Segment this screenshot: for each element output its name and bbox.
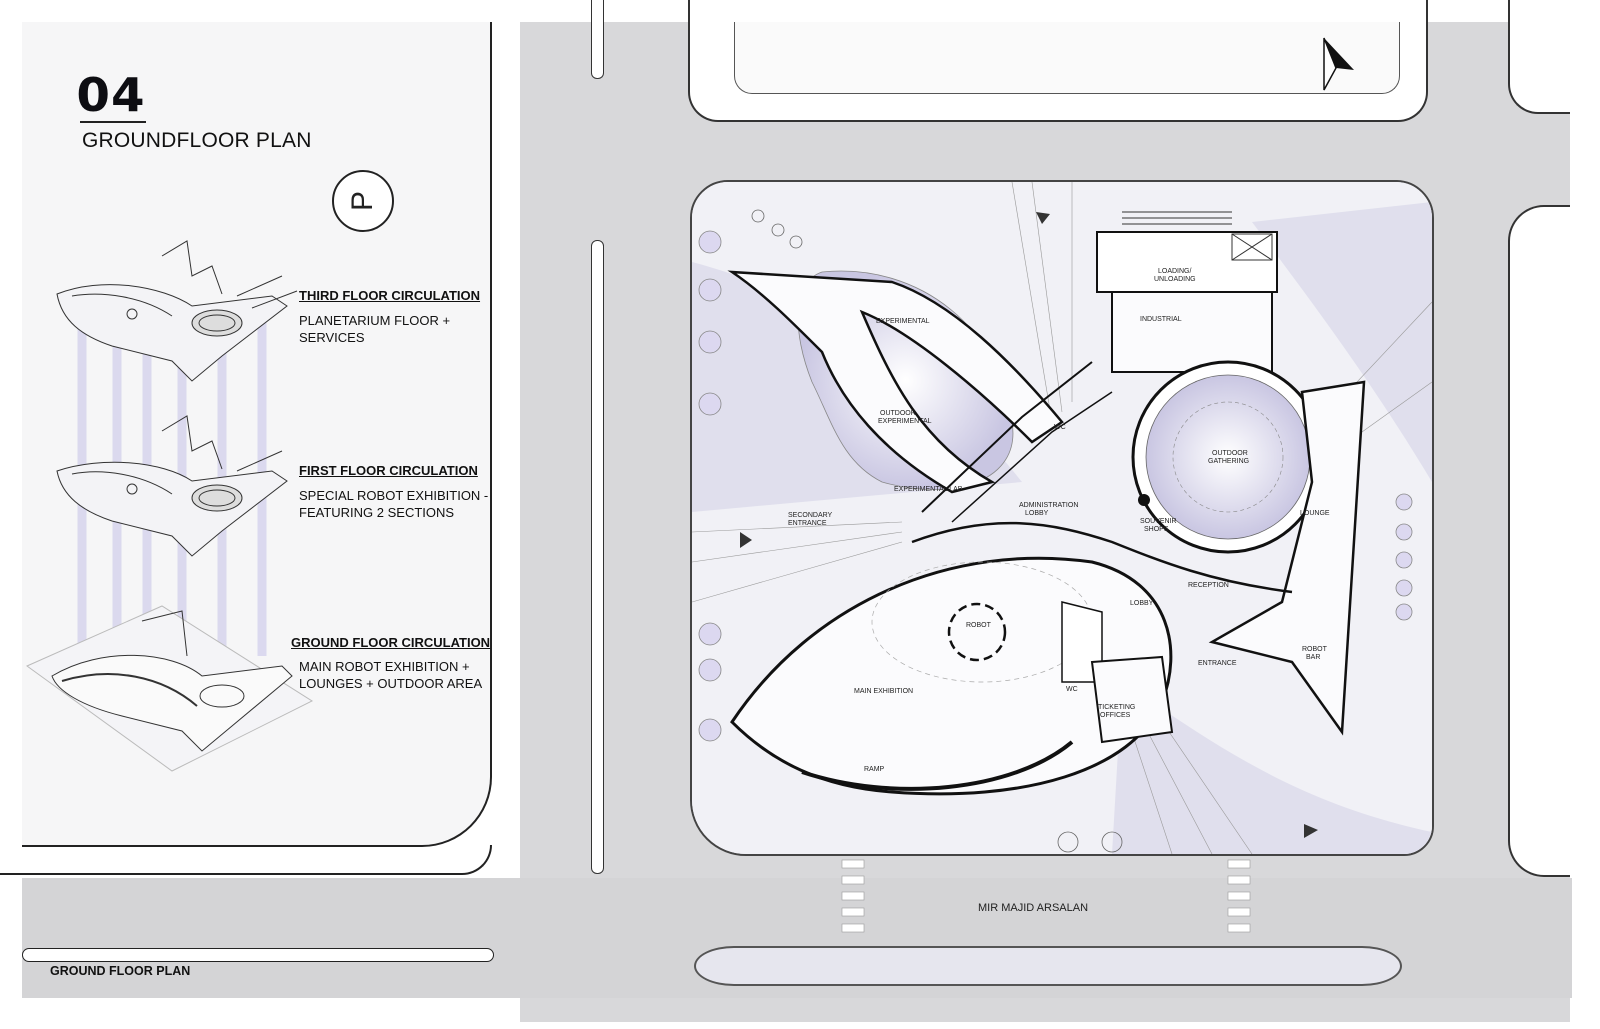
sheet-number: 04 — [76, 68, 146, 122]
label-experimental-lab: EXPERIMENTAL LAB — [894, 486, 963, 493]
southern-planter-island — [694, 946, 1402, 986]
footer-label: GROUND FLOOR PLAN — [50, 964, 191, 978]
label-industrial: INDUSTRIAL — [1140, 316, 1182, 323]
site-plan: EXPERIMENTAL OUTDOOR EXPERIMENTAL EXPERI… — [690, 180, 1434, 856]
circulation-axonometric-diagrams — [26, 240, 314, 772]
label-ramp: RAMP — [864, 766, 885, 773]
label-outdoor-gathering-1: OUTDOOR — [1212, 450, 1248, 457]
adjacent-block-east-top — [1508, 0, 1570, 114]
label-wc-upper: WC — [1054, 424, 1066, 431]
pedestrian-crossings — [841, 859, 1251, 933]
label-secondary-entrance-1: SECONDARY — [788, 512, 833, 519]
industrial-block — [1111, 291, 1273, 373]
first-floor-heading: FIRST FLOOR CIRCULATION — [299, 463, 478, 478]
label-reception: RECEPTION — [1188, 582, 1229, 589]
label-lounge: LOUNGE — [1300, 510, 1330, 517]
title-underline — [80, 121, 146, 123]
adjacent-block-east — [1508, 205, 1570, 877]
label-outdoor-experimental-2: EXPERIMENTAL — [878, 418, 932, 425]
third-floor-axo — [56, 240, 298, 382]
label-outdoor-experimental-1: OUTDOOR — [880, 410, 916, 417]
label-loading-1: LOADING/ — [1158, 268, 1192, 275]
ground-floor-axo — [26, 605, 314, 772]
ground-floor-desc-2: LOUNGES + OUTDOOR AREA — [299, 676, 483, 691]
first-floor-axo — [56, 415, 288, 557]
first-floor-desc-1: SPECIAL ROBOT EXHIBITION - — [299, 488, 489, 503]
north-arrow-icon — [1323, 37, 1354, 91]
adjacent-block-north — [688, 0, 1428, 122]
label-ticketing-1: TICKETING — [1098, 704, 1136, 711]
label-main-exhibition: MAIN EXHIBITION — [854, 688, 914, 695]
third-floor-desc-1: PLANETARIUM FLOOR + — [299, 313, 451, 328]
label-souvenir-1: SOUVENIR — [1140, 518, 1177, 525]
perimeter-planters — [698, 230, 1413, 742]
label-secondary-entrance-2: ENTRANCE — [788, 520, 827, 527]
label-robot-bar-1: ROBOT — [1302, 646, 1327, 653]
label-wc-lower: WC — [1066, 686, 1078, 693]
label-admin-lobby-1: ADMINISTRATION — [1019, 502, 1079, 509]
service-details — [1122, 211, 1273, 261]
floor-plan-drawing — [692, 182, 1432, 854]
label-admin-lobby-2: LOBBY — [1025, 510, 1049, 517]
author-name: MIR MAJID ARSALAN — [978, 902, 1089, 914]
ground-floor-desc-1: MAIN ROBOT EXHIBITION + — [299, 659, 470, 674]
parking-symbol: P — [332, 170, 394, 232]
label-lobby: LOBBY — [1130, 600, 1154, 607]
ticketing-block — [1090, 655, 1174, 744]
label-robot: ROBOT — [966, 622, 991, 629]
road-edge — [22, 948, 494, 962]
third-floor-heading: THIRD FLOOR CIRCULATION — [299, 288, 481, 303]
northwest-wing — [727, 270, 1064, 494]
third-floor-desc-2: SERVICES — [299, 330, 365, 345]
label-robot-bar-2: BAR — [1306, 654, 1321, 661]
label-souvenir-2: SHOPS — [1144, 526, 1169, 533]
robot-display — [947, 602, 1007, 662]
label-outdoor-gathering-2: GATHERING — [1208, 458, 1250, 465]
sheet-title: GROUNDFLOOR PLAN — [82, 129, 312, 152]
east-lounge-wing — [1208, 380, 1366, 736]
median-strip — [591, 240, 604, 874]
label-entrance: ENTRANCE — [1198, 660, 1237, 667]
label-ticketing-2: OFFICES — [1100, 712, 1131, 719]
first-floor-desc-2: FEATURING 2 SECTIONS — [299, 505, 455, 520]
ground-floor-heading: GROUND FLOOR CIRCULATION — [291, 635, 491, 650]
label-loading-2: UNLOADING — [1154, 276, 1196, 283]
label-experimental: EXPERIMENTAL — [876, 318, 930, 325]
median-top — [591, 0, 604, 79]
adjacent-block-inner — [734, 22, 1400, 94]
parking-letter: P — [345, 190, 379, 212]
